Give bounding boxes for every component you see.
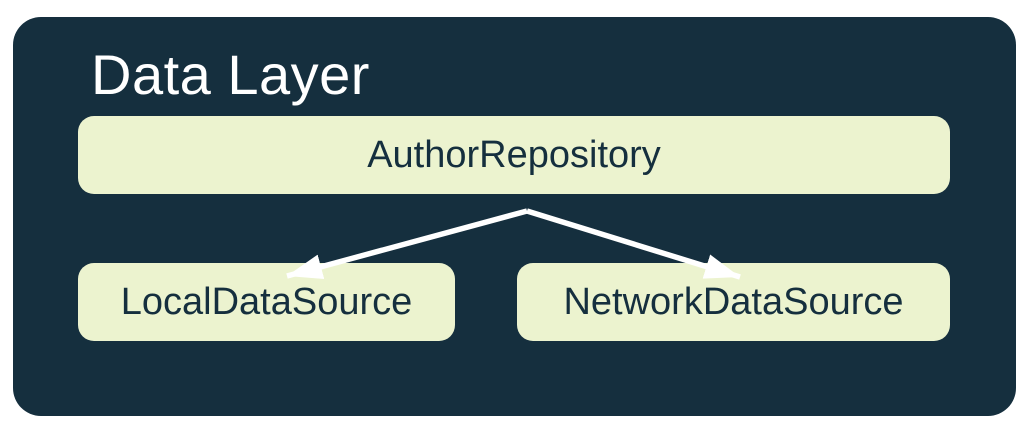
- data-layer-title: Data Layer: [91, 43, 370, 106]
- data-layer-card: Data Layer: [13, 17, 1016, 416]
- node-network-data-source: NetworkDataSource: [517, 263, 950, 341]
- node-local-data-source-label: LocalDataSource: [120, 280, 413, 323]
- node-author-repository-label: AuthorRepository: [367, 133, 661, 176]
- node-network-data-source-label: NetworkDataSource: [563, 280, 904, 323]
- node-local-data-source: LocalDataSource: [78, 263, 455, 341]
- node-author-repository: AuthorRepository: [78, 116, 950, 194]
